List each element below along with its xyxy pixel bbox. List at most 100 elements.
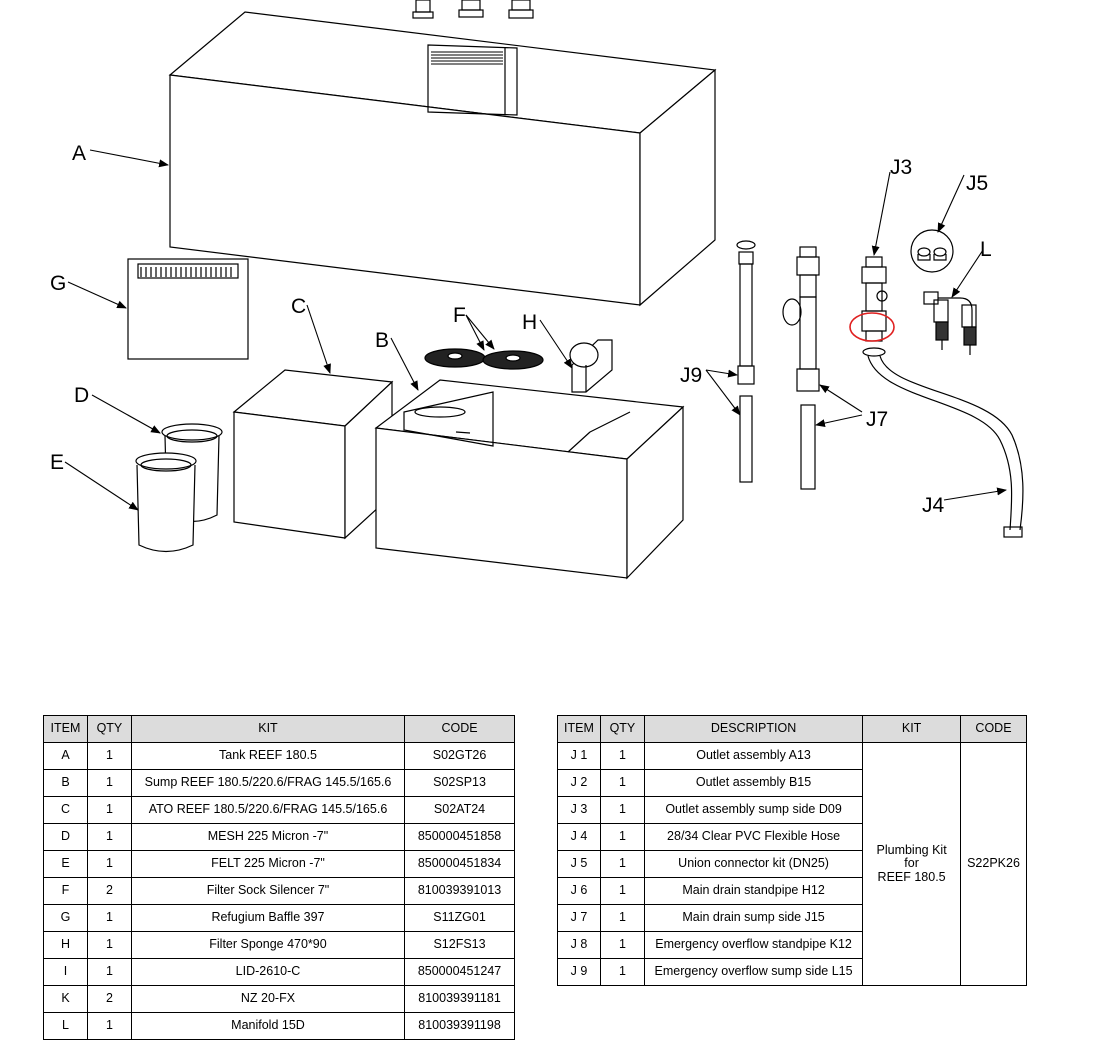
cell-item: J 9: [557, 958, 601, 986]
cell-code: S11ZG01: [404, 904, 515, 932]
cell-item: J 3: [557, 796, 601, 824]
cell-code: S12FS13: [404, 931, 515, 959]
union-connector-j5: [910, 229, 954, 273]
cell-description: Outlet assembly sump side D09: [643, 796, 864, 824]
cell-description: Outlet assembly B15: [643, 769, 864, 797]
manifold-l: [923, 291, 977, 355]
cell-qty: 1: [599, 769, 645, 797]
callout-d: D: [74, 384, 89, 407]
cell-description: Emergency overflow standpipe K12: [643, 931, 864, 959]
main-drain-j7: [782, 246, 820, 490]
table-header-row: ITEM QTY KIT CODE: [43, 715, 515, 743]
exploded-parts-diagram: A G C D E B F H J9 J7 J3 J5 L J4: [50, 0, 1024, 580]
col-item: ITEM: [43, 715, 88, 743]
cell-item: J 4: [557, 823, 601, 851]
cell-qty: 1: [86, 769, 132, 797]
overflow-pipe-j9: [736, 240, 756, 483]
cell-description: Main drain sump side J15: [643, 904, 864, 932]
cell-item: E: [43, 850, 88, 878]
col-qty: QTY: [86, 715, 132, 743]
cell-kit: Filter Sock Silencer 7": [130, 877, 406, 905]
callout-e: E: [50, 451, 64, 474]
cell-item: C: [43, 796, 88, 824]
cell-qty: 1: [599, 931, 645, 959]
table-header-row: ITEM QTY DESCRIPTION KIT CODE: [557, 715, 1028, 743]
cell-qty: 1: [86, 958, 132, 986]
callout-c: C: [291, 295, 306, 318]
cell-code: 810039391013: [404, 877, 515, 905]
callout-j7: J7: [866, 408, 888, 431]
cell-code: S02AT24: [404, 796, 515, 824]
cell-qty: 1: [599, 904, 645, 932]
cell-code: 850000451834: [404, 850, 515, 878]
cell-kit: NZ 20-FX: [130, 985, 406, 1013]
cell-qty: 1: [599, 742, 645, 770]
cell-qty: 1: [86, 850, 132, 878]
cell-item: K: [43, 985, 88, 1013]
cell-qty: 1: [86, 823, 132, 851]
cell-item: L: [43, 1012, 88, 1040]
cell-code: 810039391181: [404, 985, 515, 1013]
filter-sponge-h: [569, 339, 613, 393]
cell-qty: 1: [599, 958, 645, 986]
cell-kit: Manifold 15D: [130, 1012, 406, 1040]
cell-kit: Refugium Baffle 397: [130, 904, 406, 932]
ato-c: [232, 369, 394, 540]
cell-qty: 1: [599, 796, 645, 824]
cell-description: Union connector kit (DN25): [643, 850, 864, 878]
cell-kit: Sump REEF 180.5/220.6/FRAG 145.5/165.6: [130, 769, 406, 797]
cell-item: F: [43, 877, 88, 905]
cell-code: S02GT26: [404, 742, 515, 770]
cell-qty: 1: [86, 742, 132, 770]
cell-item: A: [43, 742, 88, 770]
cell-kit: LID-2610-C: [130, 958, 406, 986]
cell-qty: 1: [86, 904, 132, 932]
col-qty: QTY: [599, 715, 645, 743]
cell-qty: 2: [86, 985, 132, 1013]
kit-line: REEF 180.5: [877, 869, 946, 884]
filter-sock-felt-e: [135, 452, 197, 553]
callout-b: B: [375, 329, 389, 352]
cell-item: J 6: [557, 877, 601, 905]
callout-l: L: [980, 238, 992, 261]
col-code: CODE: [959, 715, 1028, 743]
sump-b: [374, 379, 685, 580]
callout-j3: J3: [890, 156, 912, 179]
cell-item: G: [43, 904, 88, 932]
cell-code-merged: S22PK26: [959, 742, 1028, 986]
cell-kit: Filter Sponge 470*90: [130, 931, 406, 959]
cell-qty: 1: [86, 1012, 132, 1040]
cell-item: J 1: [557, 742, 601, 770]
callout-h: H: [522, 311, 537, 334]
kit-line: Plumbing Kit: [876, 843, 947, 858]
outlet-assembly-j3: [849, 256, 895, 357]
cell-code: 810039391198: [404, 1012, 515, 1040]
sock-silencer-f: [424, 348, 544, 370]
cell-item: D: [43, 823, 88, 851]
callout-a: A: [72, 142, 86, 165]
cell-qty: 1: [599, 877, 645, 905]
cell-description: Main drain standpipe H12: [643, 877, 864, 905]
cell-code: 850000451247: [404, 958, 515, 986]
callout-f: F: [453, 304, 466, 327]
cell-qty: 1: [599, 850, 645, 878]
col-description: DESCRIPTION: [643, 715, 864, 743]
refugium-baffle-g: [127, 258, 249, 360]
